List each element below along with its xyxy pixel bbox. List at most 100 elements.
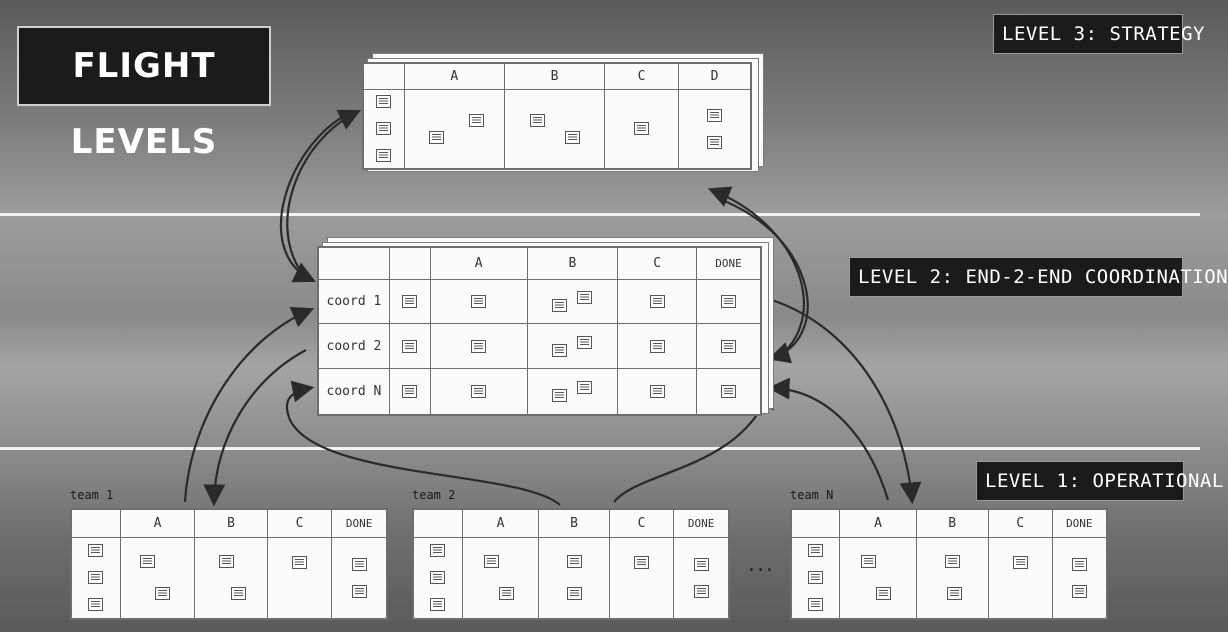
lane-divider-bottom [0,447,1200,450]
team-backlog-header [70,508,121,538]
team-cell [70,536,121,620]
team-column-header: B [915,508,989,538]
team-column-header: A [839,508,917,538]
coord-cell [696,278,762,325]
sticky-note-icon [376,149,392,163]
strategy-cell [403,88,505,170]
sticky-note-icon [861,555,877,569]
coord-cell [388,368,431,416]
sticky-note-icon [944,555,960,569]
arrow-strategy-to-coord-right [721,198,809,364]
team-cell [1051,536,1108,620]
sticky-note-icon [947,587,963,601]
sticky-note-icon [693,557,709,571]
team-board-table: A B C DONE [70,508,388,620]
sticky-note-icon [88,598,104,612]
sticky-note-icon [577,381,593,395]
coord-cell [696,323,762,370]
sticky-note-icon [707,108,722,122]
team-board-2: A B C DONE [412,508,730,620]
sticky-note-icon [577,290,593,304]
team-backlog-header [790,508,841,538]
team-cell [461,536,540,620]
team-column-header: A [119,508,196,538]
team-cell [538,536,610,620]
sticky-note-icon [552,343,568,357]
sticky-note-icon [649,339,665,353]
sticky-note-icon [721,385,737,399]
team-board-label: team 1 [70,488,114,502]
strategy-column-header: B [503,62,606,90]
strategy-cell [678,88,752,170]
sticky-note-icon [471,339,487,353]
arrow-coord-to-strategy [286,109,361,271]
team-cell [839,536,917,620]
coord-cell [388,278,431,325]
coord-backlog-header [388,246,431,280]
team-column-header: DONE [673,508,730,538]
team-column-header: DONE [1051,508,1108,538]
coord-cell [617,323,698,370]
sticky-note-icon [566,587,582,601]
sticky-note-icon [552,298,568,312]
coord-row-label: coord N [317,368,390,416]
sticky-note-icon [155,587,171,601]
sticky-note-icon [721,294,737,308]
sticky-note-icon [721,339,737,353]
sticky-note-icon [402,294,418,308]
coord-cell [617,278,698,325]
coord-column-header: DONE [696,246,762,280]
team-cell [331,536,388,620]
arrow-coord-to-team2 [613,385,775,503]
team-column-header: B [538,508,610,538]
sticky-note-icon [564,130,580,144]
arrow-teamN-to-coord [767,377,890,501]
sticky-note-icon [483,555,499,569]
arrow-team2-to-coord [285,380,561,506]
sticky-note-icon [808,544,824,558]
sticky-note-icon [471,385,487,399]
team-board-n: A B C DONE [790,508,1108,620]
strategy-column-header: C [604,62,679,90]
sticky-note-icon [808,571,824,585]
team-column-header: C [266,508,333,538]
sticky-note-icon [376,95,392,109]
arrow-coord-to-team1 [203,349,307,507]
strategy-board-table: A B C D [362,62,752,170]
coord-cell [429,323,528,370]
coord-cell [696,368,762,416]
team-backlog-header [412,508,463,538]
strategy-cell [503,88,606,170]
sticky-note-icon [498,587,514,601]
team-column-header: C [608,508,675,538]
coordination-board: A B C DONE coord 1 coord 2 coord N [317,237,774,418]
connection-arrows [183,109,922,507]
lane-divider-top [0,213,1200,216]
sticky-note-icon [577,335,593,349]
sticky-note-icon [351,557,367,571]
coord-column-header: A [429,246,528,280]
sticky-note-icon [808,598,824,612]
sticky-note-icon [1071,584,1087,598]
strategy-column-header: D [678,62,752,90]
team-board-table: A B C DONE [790,508,1108,620]
team-cell [412,536,463,620]
strategy-backlog-header [362,62,405,90]
coord-cell [617,368,698,416]
strategy-board: A B C D [362,53,764,174]
sticky-note-icon [1012,556,1028,570]
sticky-note-icon [430,544,446,558]
sticky-note-icon [402,339,418,353]
sticky-note-icon [351,584,367,598]
sticky-note-icon [88,571,104,585]
team-column-header: DONE [331,508,388,538]
coord-row-header-blank [317,246,390,280]
sticky-note-icon [429,130,445,144]
sticky-note-icon [402,385,418,399]
sticky-note-icon [649,294,665,308]
more-teams-ellipsis: ... [748,552,775,577]
sticky-note-icon [430,571,446,585]
coord-cell [429,368,528,416]
team-column-header: C [987,508,1053,538]
sticky-note-icon [876,587,892,601]
